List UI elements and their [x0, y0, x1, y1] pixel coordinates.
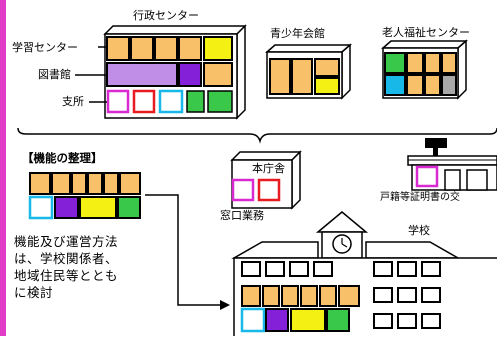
label-branch-office: 支所 — [62, 95, 84, 108]
description-paragraph: 機能及び運営方法 は、学校関係者、 地域住民等ととも に検討 — [14, 233, 118, 301]
paragraph-line: は、学校関係者、 — [14, 251, 119, 266]
admin-center-building — [103, 24, 247, 120]
label-admin-center: 行政センター — [133, 9, 199, 22]
label-certificate-office: 戸籍等証明書の交 — [380, 192, 460, 203]
elderly-center-building — [381, 39, 468, 100]
label-counter-service: 窓口業務 — [220, 209, 264, 222]
paragraph-line: に検討 — [14, 285, 54, 300]
label-elderly-center: 老人福祉センター — [382, 26, 470, 39]
label-school: 学校 — [408, 224, 430, 237]
city-hall-building — [230, 150, 302, 210]
label-youth-hall: 青少年会館 — [270, 27, 325, 40]
arrow-icon — [145, 194, 220, 306]
label-learning-center: 学習センター — [12, 41, 78, 54]
function-blocks — [28, 172, 141, 220]
label-library: 図書館 — [38, 68, 71, 81]
paragraph-line: 地域住民等ととも — [14, 268, 119, 283]
section-title: 【機能の整理】 — [22, 151, 103, 165]
brace-icon — [17, 127, 497, 144]
label-city-hall: 本庁舎 — [252, 162, 285, 175]
school-building — [231, 211, 497, 339]
paragraph-line: 機能及び運営方法 — [14, 234, 119, 249]
youth-hall-building — [265, 43, 352, 100]
pink-side-border — [0, 0, 6, 336]
certificate-office-building — [407, 138, 497, 191]
